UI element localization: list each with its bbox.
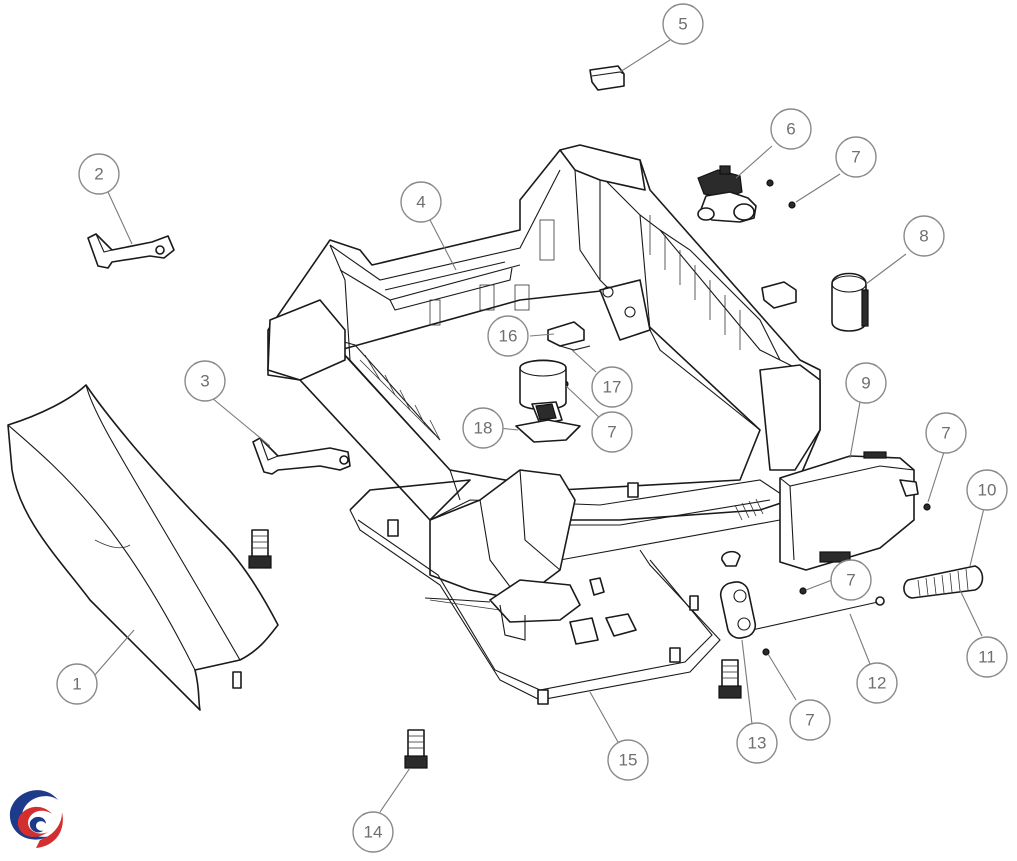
pump-assembly-part bbox=[515, 321, 591, 443]
callout-label: 1 bbox=[72, 675, 81, 694]
callout-label: 13 bbox=[748, 734, 767, 753]
callout-7a: 7 bbox=[835, 136, 877, 178]
callout-label: 7 bbox=[607, 423, 616, 442]
float-switch-part bbox=[719, 550, 757, 639]
callout-label: 3 bbox=[200, 372, 209, 391]
callout-label: 7 bbox=[805, 711, 814, 730]
screw-part bbox=[561, 179, 931, 656]
callout-label: 5 bbox=[678, 15, 687, 34]
leveling-foot-part bbox=[248, 529, 742, 769]
callout-label: 17 bbox=[603, 378, 622, 397]
rod-part bbox=[751, 596, 885, 631]
callout-14: 14 bbox=[352, 811, 394, 853]
callout-15: 15 bbox=[607, 739, 649, 781]
callout-label: 2 bbox=[94, 165, 103, 184]
callout-label: 15 bbox=[619, 751, 638, 770]
callout-label: 18 bbox=[474, 419, 493, 438]
callout-17: 17 bbox=[591, 366, 633, 408]
callout-label: 12 bbox=[868, 674, 887, 693]
callout-10: 10 bbox=[966, 469, 1008, 511]
callout-label: 7 bbox=[846, 571, 855, 590]
callout-label: 16 bbox=[499, 327, 518, 346]
kick-panel-part bbox=[7, 384, 279, 711]
leader-lines bbox=[93, 39, 985, 813]
callout-6: 6 bbox=[770, 108, 812, 150]
inlet-valve-part bbox=[697, 165, 757, 223]
heater-coil-part bbox=[903, 565, 984, 599]
callout-3: 3 bbox=[184, 360, 226, 402]
callout-label: 11 bbox=[978, 648, 996, 667]
callout-12: 12 bbox=[856, 662, 898, 704]
callout-7c: 7 bbox=[830, 559, 872, 601]
callout-label: 4 bbox=[416, 193, 425, 212]
callout-5: 5 bbox=[662, 3, 704, 45]
control-module-part bbox=[779, 451, 919, 571]
clip-5-part bbox=[589, 65, 625, 91]
callout-label: 14 bbox=[364, 823, 383, 842]
callout-8: 8 bbox=[903, 215, 945, 257]
connector-block-part bbox=[761, 281, 797, 309]
bracket-2-part bbox=[87, 233, 175, 269]
callout-label: 10 bbox=[978, 481, 997, 500]
swirl-logo-icon bbox=[9, 790, 63, 848]
callout-11: 11 bbox=[966, 636, 1008, 678]
callout-label: 6 bbox=[786, 120, 795, 139]
callout-13: 13 bbox=[736, 722, 778, 764]
callout-4: 4 bbox=[400, 181, 442, 223]
cylinder-8-part bbox=[831, 272, 869, 332]
callout-2: 2 bbox=[78, 153, 120, 195]
callout-7b: 7 bbox=[925, 412, 967, 454]
callout-16: 16 bbox=[487, 315, 529, 357]
callout-label: 7 bbox=[851, 148, 860, 167]
bracket-3-part bbox=[252, 437, 351, 475]
callout-18: 18 bbox=[462, 407, 504, 449]
callout-9: 9 bbox=[845, 362, 887, 404]
callout-1: 1 bbox=[56, 663, 98, 705]
callout-label: 9 bbox=[861, 374, 870, 393]
callout-label: 7 bbox=[941, 424, 950, 443]
callout-7d: 7 bbox=[789, 699, 831, 741]
bottom-tray-part bbox=[349, 479, 721, 705]
callout-7e: 7 bbox=[591, 411, 633, 453]
callout-label: 8 bbox=[919, 227, 928, 246]
